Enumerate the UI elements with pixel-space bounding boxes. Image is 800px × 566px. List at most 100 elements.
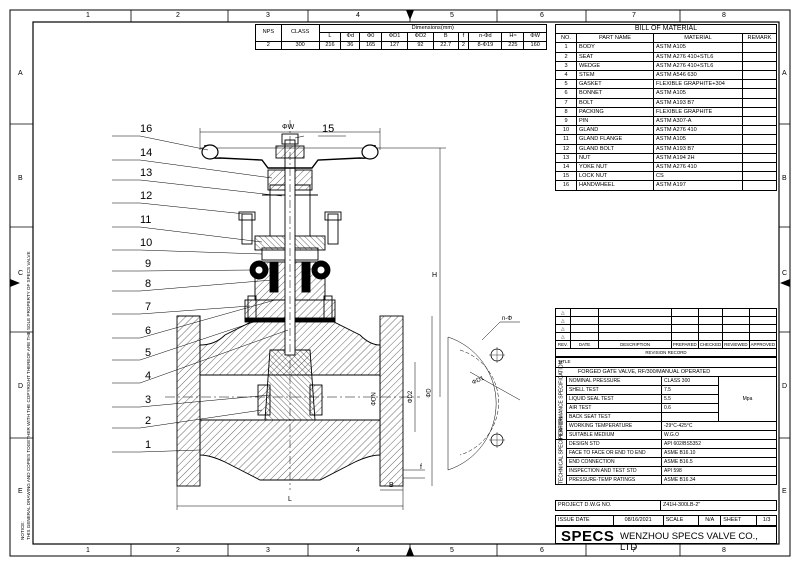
balloon-6: 6 (145, 325, 152, 337)
zone-d-right: D (782, 383, 788, 390)
tech-key: FACE TO FACE OR END TO END (566, 448, 662, 458)
balloon-9: 9 (145, 258, 152, 270)
tech-val: ASME B16.10 (661, 448, 777, 458)
bom-material: ASTM A276 410 (653, 125, 743, 136)
rev-col-checked: CHECKED (697, 340, 724, 349)
dim-dn-label: ΦDN (371, 392, 378, 406)
zone-c-right: C (782, 270, 788, 277)
tech-key: PRESSURE-TEMP RATINGS (566, 475, 662, 485)
bom-no: 10 (555, 125, 577, 136)
perf-unit: Mpa (718, 376, 777, 422)
dim-col-phi0: Φ0 (359, 32, 383, 42)
issue-date: 08/16/2021 (612, 515, 664, 526)
zone-4-bottom: 4 (356, 547, 360, 554)
dimension-table: NPS CLASS Dimensions(mm) L Φd Φ0 ΦD1 ΦD2… (255, 23, 548, 50)
balloon-4: 4 (145, 370, 152, 382)
balloon-14: 14 (140, 147, 153, 159)
perf-val: 7.5 (661, 385, 719, 395)
dim-cell: 300 (280, 40, 320, 50)
bom-material: ASTM A276 410+STL6 (653, 60, 743, 72)
balloon-7: 7 (145, 301, 152, 313)
bom-part-name: GLAND FLANGE (576, 134, 654, 145)
rev-col-rev: REV. (555, 340, 571, 349)
bom-remark (742, 60, 777, 72)
balloon-5: 5 (145, 347, 152, 359)
bom-remark (742, 42, 777, 53)
dim-cell: 216 (318, 40, 342, 50)
perf-key: SUITABLE MEDIUM (566, 430, 662, 440)
revision-record: △ △ △ △ REV. DATE DESCRIPTION PREPARED C… (555, 308, 778, 357)
zone-4-top: 4 (356, 12, 360, 19)
bom-material: FLEXIBLE GRAPHITE+304 (653, 79, 743, 90)
bom-no: 11 (555, 134, 577, 145)
dim-col-b: B (432, 32, 459, 42)
tech-key: INSPECTION AND TEST STD (566, 466, 662, 476)
bom-material: ASTM A105 (653, 134, 743, 145)
dim-col-f: f (457, 32, 470, 42)
dim-col-d1: ΦD1 (381, 32, 408, 42)
bom-no: 5 (555, 79, 577, 90)
dim-b-label: B (389, 482, 394, 489)
bom-no: 9 (555, 116, 577, 127)
title-block: TITLE FORGED GATE VALVE, RF/300/MANUAL O… (555, 357, 777, 377)
zone-d-left: D (18, 383, 24, 390)
dim-col-class: CLASS (280, 24, 320, 42)
zone-b-left: B (18, 175, 23, 182)
rev-col-approved: APPROVED (748, 340, 778, 349)
dim-d2-label: ΦD2 (408, 390, 415, 404)
bom-remark (742, 162, 777, 173)
bom-no: 1 (555, 42, 577, 53)
zone-1-bottom: 1 (86, 547, 90, 554)
perf-key: SHELL TEST (566, 385, 662, 395)
rev-col-reviewed: REVIEWED (722, 340, 750, 349)
perf-key: AIR TEST (566, 403, 662, 413)
dim-cell: 2 (457, 40, 470, 50)
dim-cell: 92 (406, 40, 434, 50)
sheet-value: 1/3 (756, 515, 777, 526)
specification-table: PERFORMANCE SPECIFICATION NOMINAL PRESSU… (555, 361, 777, 485)
dim-nd-label: n-Φ (502, 316, 513, 322)
bom-part-name: PACKING (576, 106, 654, 118)
zone-c-left: C (18, 270, 24, 277)
bom-material: ASTM A194 2H (653, 152, 743, 164)
zone-7-top: 7 (632, 12, 636, 19)
bom-part-name: STEM (576, 70, 654, 81)
perf-val: -29°C-425°C (661, 421, 777, 431)
bom-material: ASTM A307-A (653, 116, 743, 127)
dim-col-d2: ΦD2 (406, 32, 434, 42)
perf-val: 0.6 (661, 403, 719, 413)
dim-cell: 225 (501, 40, 525, 50)
perf-key: NOMINAL PRESSURE (566, 376, 662, 386)
bom-material: ASTM A105 (653, 88, 743, 99)
bom-remark (742, 106, 777, 118)
zone-5-top: 5 (450, 12, 454, 19)
balloon-11: 11 (140, 214, 152, 226)
zone-e-right: E (782, 488, 787, 495)
zone-a-right: A (782, 70, 787, 77)
bill-of-material: BILL OF MATERIAL NO. PART NAME MATERIAL … (555, 23, 777, 191)
zone-b-right: B (782, 175, 787, 182)
bom-no: 13 (555, 152, 577, 164)
scale-value: N/A (698, 515, 722, 526)
zone-3-bottom: 3 (266, 547, 270, 554)
issue-row: ISSUE DATE 08/16/2021 SCALE N/A SHEET 1/… (555, 515, 777, 526)
bom-no: 16 (555, 180, 577, 191)
tech-val: ASME B16.5 (661, 457, 777, 467)
dim-col-nps: NPS (255, 24, 282, 42)
bom-remark (742, 171, 777, 182)
bom-part-name: BOLT (576, 97, 654, 108)
bom-remark (742, 152, 777, 164)
rev-col-prepared: PREPARED (670, 340, 699, 349)
zone-8-top: 8 (722, 12, 726, 19)
bom-no: 7 (555, 97, 577, 108)
perf-val: W.G.O (661, 430, 777, 440)
balloon-12: 12 (140, 190, 153, 202)
